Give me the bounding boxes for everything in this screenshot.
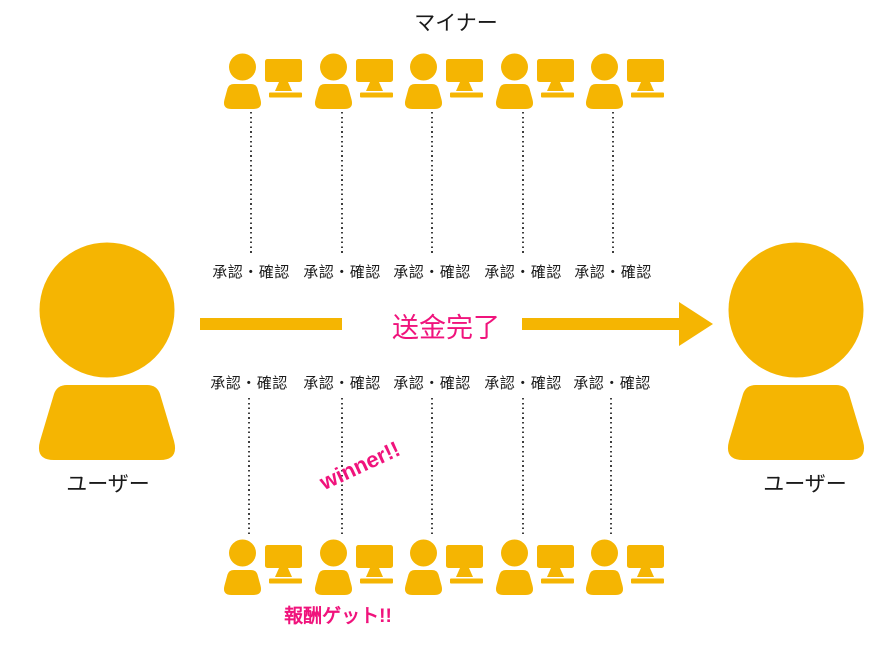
miner-person-computer-icon [314, 52, 394, 110]
dotted-connector-line [612, 112, 614, 256]
dotted-connector-line [431, 398, 433, 537]
transfer-complete-label: 送金完了 [392, 313, 500, 343]
miner-person-computer-icon [223, 538, 303, 596]
approval-label: 承認・確認 [393, 264, 471, 281]
dotted-connector-line [341, 112, 343, 256]
dotted-connector-line [341, 398, 343, 537]
dotted-connector-line [248, 398, 250, 537]
approval-label: 承認・確認 [484, 375, 562, 392]
miner-person-computer-icon [404, 52, 484, 110]
approval-label: 承認・確認 [303, 375, 381, 392]
approval-label: 承認・確認 [210, 375, 288, 392]
transfer-arrow-right-segment [522, 318, 679, 330]
user-person-icon [33, 242, 183, 465]
dotted-connector-line [522, 112, 524, 256]
miners-group-title: マイナー [414, 12, 498, 35]
user-label-right: ユーザー [763, 473, 847, 496]
user-person-icon [722, 242, 872, 465]
approval-label: 承認・確認 [393, 375, 471, 392]
miner-person-computer-icon [404, 538, 484, 596]
transfer-arrow-head [679, 302, 713, 346]
miner-person-computer-icon [585, 538, 665, 596]
approval-label: 承認・確認 [303, 264, 381, 281]
miner-person-computer-icon [495, 538, 575, 596]
miner-person-computer-icon [585, 52, 665, 110]
miner-person-computer-icon [223, 52, 303, 110]
user-label-left: ユーザー [66, 473, 150, 496]
approval-label: 承認・確認 [484, 264, 562, 281]
miner-person-computer-icon [495, 52, 575, 110]
miner-person-computer-icon [314, 538, 394, 596]
approval-label: 承認・確認 [212, 264, 290, 281]
dotted-connector-line [610, 398, 612, 537]
dotted-connector-line [522, 398, 524, 537]
winner-label: winner!! [315, 436, 404, 495]
approval-label: 承認・確認 [573, 375, 651, 392]
approval-label: 承認・確認 [574, 264, 652, 281]
reward-get-label: 報酬ゲット!! [284, 606, 392, 627]
transfer-arrow-left-segment [200, 318, 342, 330]
dotted-connector-line [431, 112, 433, 256]
dotted-connector-line [250, 112, 252, 256]
